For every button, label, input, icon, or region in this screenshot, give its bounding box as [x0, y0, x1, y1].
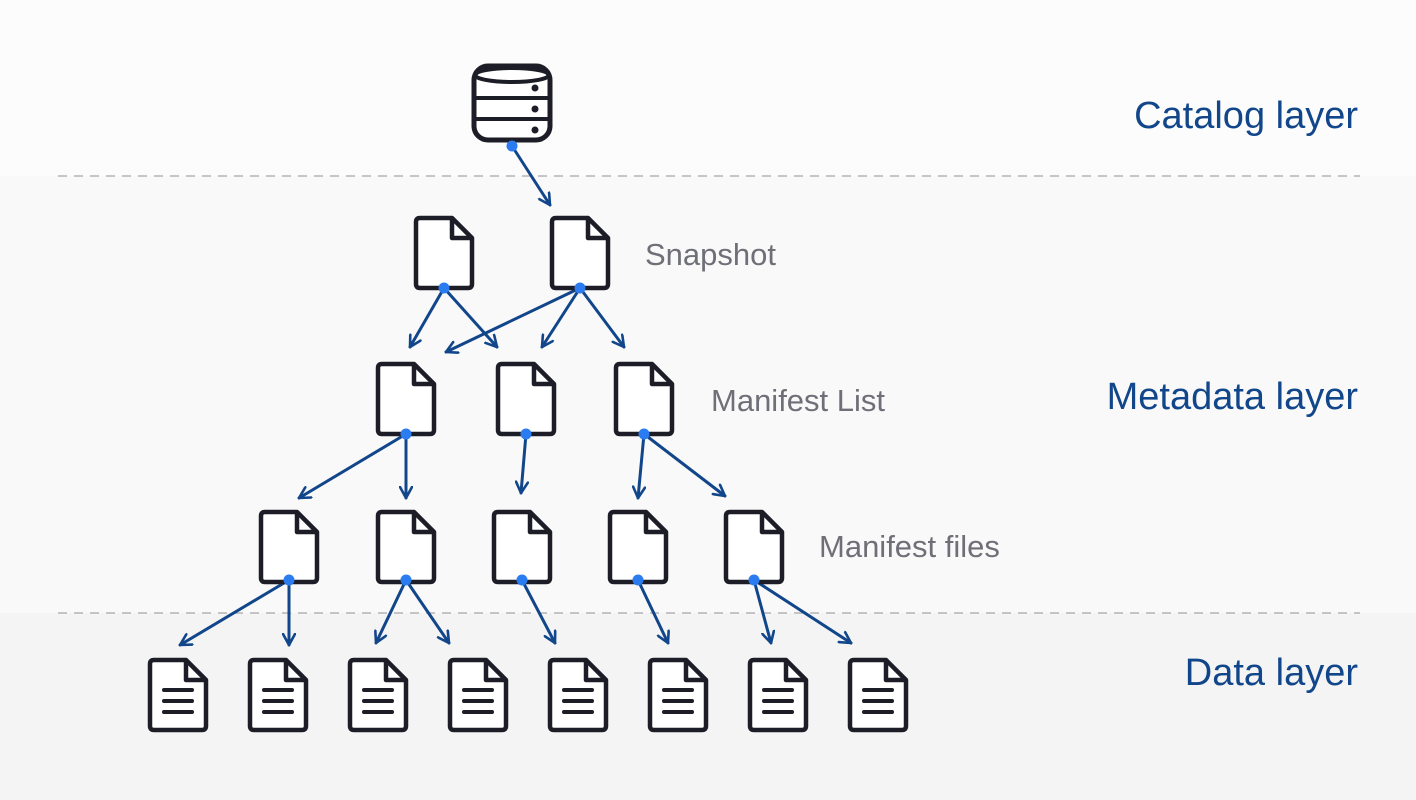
file-icon	[413, 215, 475, 291]
snapshot-arrow	[578, 286, 626, 349]
manifest-list-arrow	[642, 432, 727, 498]
manifest-list-arrow	[521, 432, 526, 495]
manifest-file-arrow	[404, 578, 451, 645]
file-icon	[495, 361, 557, 437]
connector-dot	[574, 282, 586, 294]
data-file-icon	[147, 657, 209, 733]
file-icon	[549, 215, 611, 291]
metadata-layer-band	[0, 176, 1416, 613]
manifest-list-label: Manifest List	[711, 383, 886, 418]
file-icon	[258, 509, 320, 585]
data-file-icon	[447, 657, 509, 733]
connector-dot	[748, 574, 760, 586]
manifest-file-arrow	[636, 578, 668, 645]
data-file-icon	[547, 657, 609, 733]
manifest-file-arrow	[520, 578, 555, 645]
metadata-layer-label: Metadata layer	[1106, 376, 1358, 418]
connector-dot	[438, 282, 450, 294]
snapshot-arrow	[408, 286, 446, 349]
file-icon	[723, 509, 785, 585]
data-file-icon	[347, 657, 409, 733]
file-icon	[375, 361, 437, 437]
connector-dot	[400, 574, 412, 586]
catalog-to-snapshot-arrow	[510, 144, 552, 207]
catalog-layer-band	[0, 0, 1416, 176]
manifest-list-arrow	[297, 432, 408, 500]
file-icon	[607, 509, 669, 585]
data-layer-label: Data layer	[1184, 652, 1358, 694]
database-icon	[471, 63, 553, 143]
connector-dot	[516, 574, 528, 586]
file-icon	[491, 509, 553, 585]
manifest-file-arrow	[178, 578, 291, 647]
connector-dot	[632, 574, 644, 586]
connector-dot	[506, 140, 518, 152]
snapshot-arrow	[444, 286, 582, 352]
data-file-icon	[647, 657, 709, 733]
snapshot-label: Snapshot	[645, 237, 776, 272]
data-file-icon	[747, 657, 809, 733]
manifest-files-label: Manifest files	[819, 529, 1000, 564]
manifest-list-arrow	[638, 432, 644, 500]
connector-dot	[400, 428, 412, 440]
snapshot-arrow	[540, 286, 582, 349]
data-file-icon	[247, 657, 309, 733]
connector-dot	[283, 574, 295, 586]
manifest-file-arrow	[752, 578, 853, 645]
manifest-file-arrow	[752, 578, 771, 645]
data-file-icon	[847, 657, 909, 733]
file-icon	[613, 361, 675, 437]
connector-dot	[520, 428, 532, 440]
snapshot-arrow	[442, 286, 499, 349]
file-icon	[375, 509, 437, 585]
manifest-file-arrow	[376, 578, 408, 645]
connector-dot	[638, 428, 650, 440]
catalog-layer-label: Catalog layer	[1134, 95, 1358, 137]
